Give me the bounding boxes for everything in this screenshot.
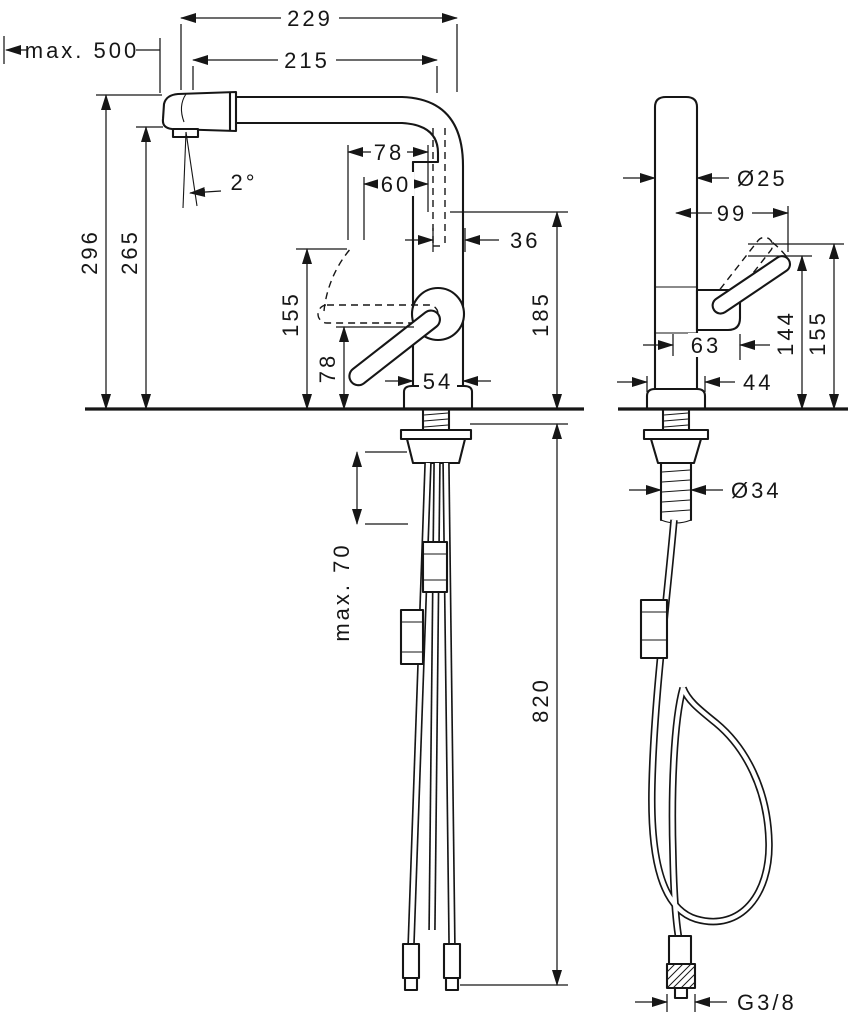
dim-height-265: 265 (117, 126, 163, 410)
faucet-lever (348, 309, 441, 387)
mounting-washer-front (642, 428, 710, 441)
dim-max-pullout-label: max. 500 (25, 38, 140, 63)
dim-clearance-185: 185 (450, 211, 568, 410)
dim-hose-length-label: 820 (528, 677, 553, 723)
dim-outlet-offset: 36 (405, 228, 540, 253)
dim-handle-reach: 99 (675, 201, 789, 252)
hose-connector (399, 608, 425, 666)
front-view (639, 95, 792, 1000)
hose-end-fittings (401, 942, 462, 992)
dim-lever-pivot-height-label: 78 (315, 353, 340, 383)
faucet-column (653, 95, 699, 411)
dim-handle-height-144: 144 (748, 255, 812, 410)
dimensions: 229 215 max. 500 2° 296 (3, 6, 844, 1015)
dim-spray-angle-label: 2° (230, 170, 257, 195)
dim-lever-reach-mid: 60 (363, 172, 429, 240)
spray-head (161, 90, 238, 133)
dim-spray-angle: 2° (189, 170, 257, 198)
mounting-nut-side (405, 437, 467, 465)
dim-base-width: 44 (617, 370, 773, 395)
dim-lever-tip-height-label: 155 (278, 291, 303, 337)
dim-connection-thread: G3/8 (635, 990, 797, 1015)
supply-hoses (407, 462, 456, 947)
side-view (161, 90, 474, 992)
hose-weight (421, 540, 449, 594)
dim-max-counter-thickness-label: max. 70 (329, 542, 354, 641)
dim-shank-diameter: Ø34 (629, 478, 782, 503)
dim-height-265-label: 265 (117, 229, 142, 275)
dim-lever-tip-height: 155 (278, 248, 347, 410)
dim-lever-pivot-height: 78 (315, 326, 414, 410)
dim-spout-reach: 215 (192, 48, 438, 93)
dim-clearance-185-label: 185 (528, 291, 553, 337)
dim-hose-length: 820 (460, 423, 568, 986)
dim-lever-reach-raised-label: 78 (374, 140, 404, 165)
dim-column-diameter-label: Ø25 (737, 166, 788, 191)
dim-lever-reach-mid-label: 60 (381, 172, 411, 197)
dim-height-296: 296 (77, 94, 162, 410)
dim-lever-reach-raised: 78 (347, 140, 429, 240)
dim-handle-reach-label: 99 (717, 201, 747, 226)
dim-handle-depth: 63 (643, 333, 770, 360)
dim-column-diameter: Ø25 (623, 166, 788, 191)
hose-connector-front (639, 598, 669, 660)
dim-body-depth-label: 54 (423, 369, 453, 394)
dim-height-296-label: 296 (77, 229, 102, 275)
dim-shank-diameter-label: Ø34 (731, 478, 782, 503)
lever-dashed-position (317, 304, 439, 324)
mounting-nut-front (649, 437, 703, 465)
dim-handle-height-155: 155 (748, 243, 844, 410)
dim-max-counter-thickness: max. 70 (329, 451, 408, 642)
dim-body-depth: 54 (385, 369, 491, 394)
dim-max-pullout: max. 500 (3, 36, 161, 93)
dim-handle-height-155-label: 155 (805, 310, 830, 356)
faucet-lever-front (711, 255, 792, 315)
base-flange-front (645, 387, 707, 411)
thread-fitting (665, 934, 697, 1000)
dim-overall-depth-label: 229 (287, 6, 333, 31)
dim-handle-depth-label: 63 (691, 333, 721, 358)
dim-base-width-label: 44 (743, 370, 773, 395)
pullout-hose-loop (648, 519, 773, 941)
dim-overall-depth: 229 (180, 6, 458, 92)
mounting-washer-side (399, 428, 473, 441)
dim-spout-reach-label: 215 (284, 48, 330, 73)
dim-connection-thread-label: G3/8 (737, 990, 797, 1015)
dim-handle-height-144-label: 144 (773, 310, 798, 356)
dim-outlet-offset-label: 36 (510, 228, 540, 253)
